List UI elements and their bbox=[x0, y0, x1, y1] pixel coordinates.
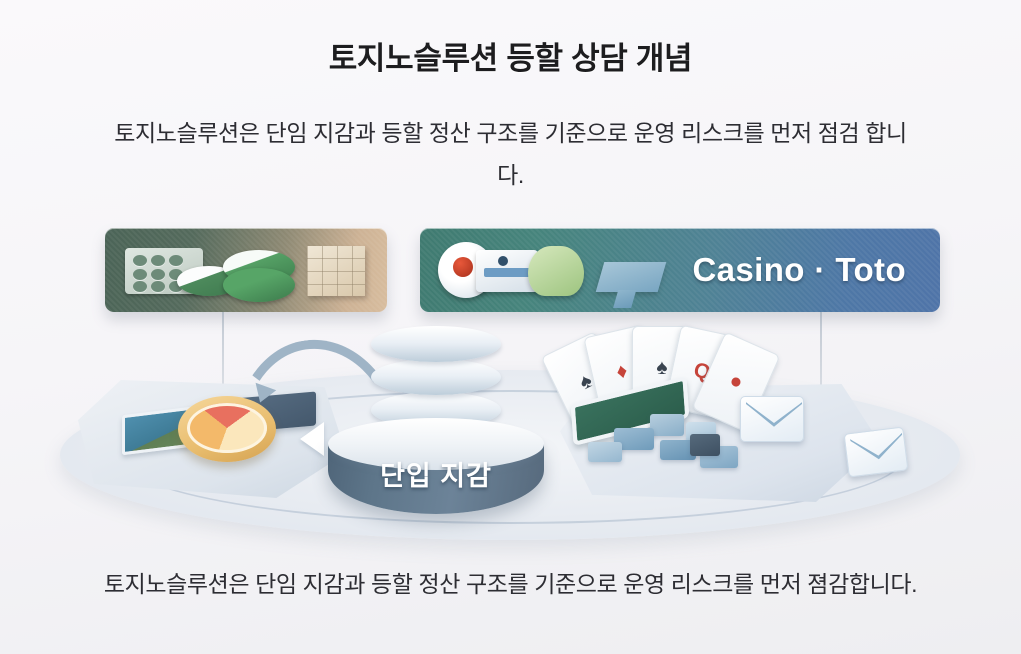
card-pip: ♠ bbox=[656, 356, 668, 379]
chip-stack-icon bbox=[223, 268, 295, 302]
wallet-cylinder: 단입 지감 bbox=[328, 418, 544, 536]
connector-line-left bbox=[222, 312, 224, 424]
cube-grid-icon bbox=[307, 246, 365, 296]
envelope-icon bbox=[740, 396, 804, 442]
block-icon bbox=[660, 440, 696, 460]
flat-arrow-icon bbox=[300, 422, 324, 456]
database-disc bbox=[371, 359, 501, 395]
block-icon bbox=[588, 442, 622, 462]
card-block-icon bbox=[595, 262, 667, 292]
pie-chart-disc-icon bbox=[178, 396, 276, 462]
banner-row: Casino · Toto bbox=[0, 228, 1021, 318]
cylinder-label: 단입 지감 bbox=[380, 461, 492, 491]
envelope-icon bbox=[843, 426, 909, 478]
card-pip: ♦ bbox=[614, 359, 630, 384]
banner-card-chips[interactable] bbox=[105, 228, 387, 312]
illustration-scene: ♠ ♦ ♠ Q ● bbox=[0, 318, 1021, 558]
block-icon bbox=[650, 414, 684, 436]
banner-right-label: Casino · Toto bbox=[692, 251, 906, 288]
connector-line-right bbox=[820, 312, 822, 430]
slot-machine-icon bbox=[476, 250, 538, 292]
cylinder-top bbox=[328, 418, 544, 470]
money-bag-icon bbox=[528, 246, 584, 296]
page-title: 토지노슬루션 등할 상담 개념 bbox=[328, 41, 693, 76]
database-disc bbox=[371, 326, 501, 362]
intro-paragraph: 토지노슬루션은 단임 지감과 등할 정산 구조를 기준으로 운영 리스크를 먼저… bbox=[114, 120, 907, 188]
block-icon bbox=[614, 428, 654, 450]
banner-card-casino-toto[interactable]: Casino · Toto bbox=[420, 228, 940, 312]
outro-paragraph: 토지노슬루션은 단임 지감과 등할 정산 구조를 기준으로 운영 리스크를 먼저… bbox=[103, 571, 918, 597]
card-pip: ● bbox=[725, 368, 747, 395]
block-icon bbox=[690, 434, 720, 456]
